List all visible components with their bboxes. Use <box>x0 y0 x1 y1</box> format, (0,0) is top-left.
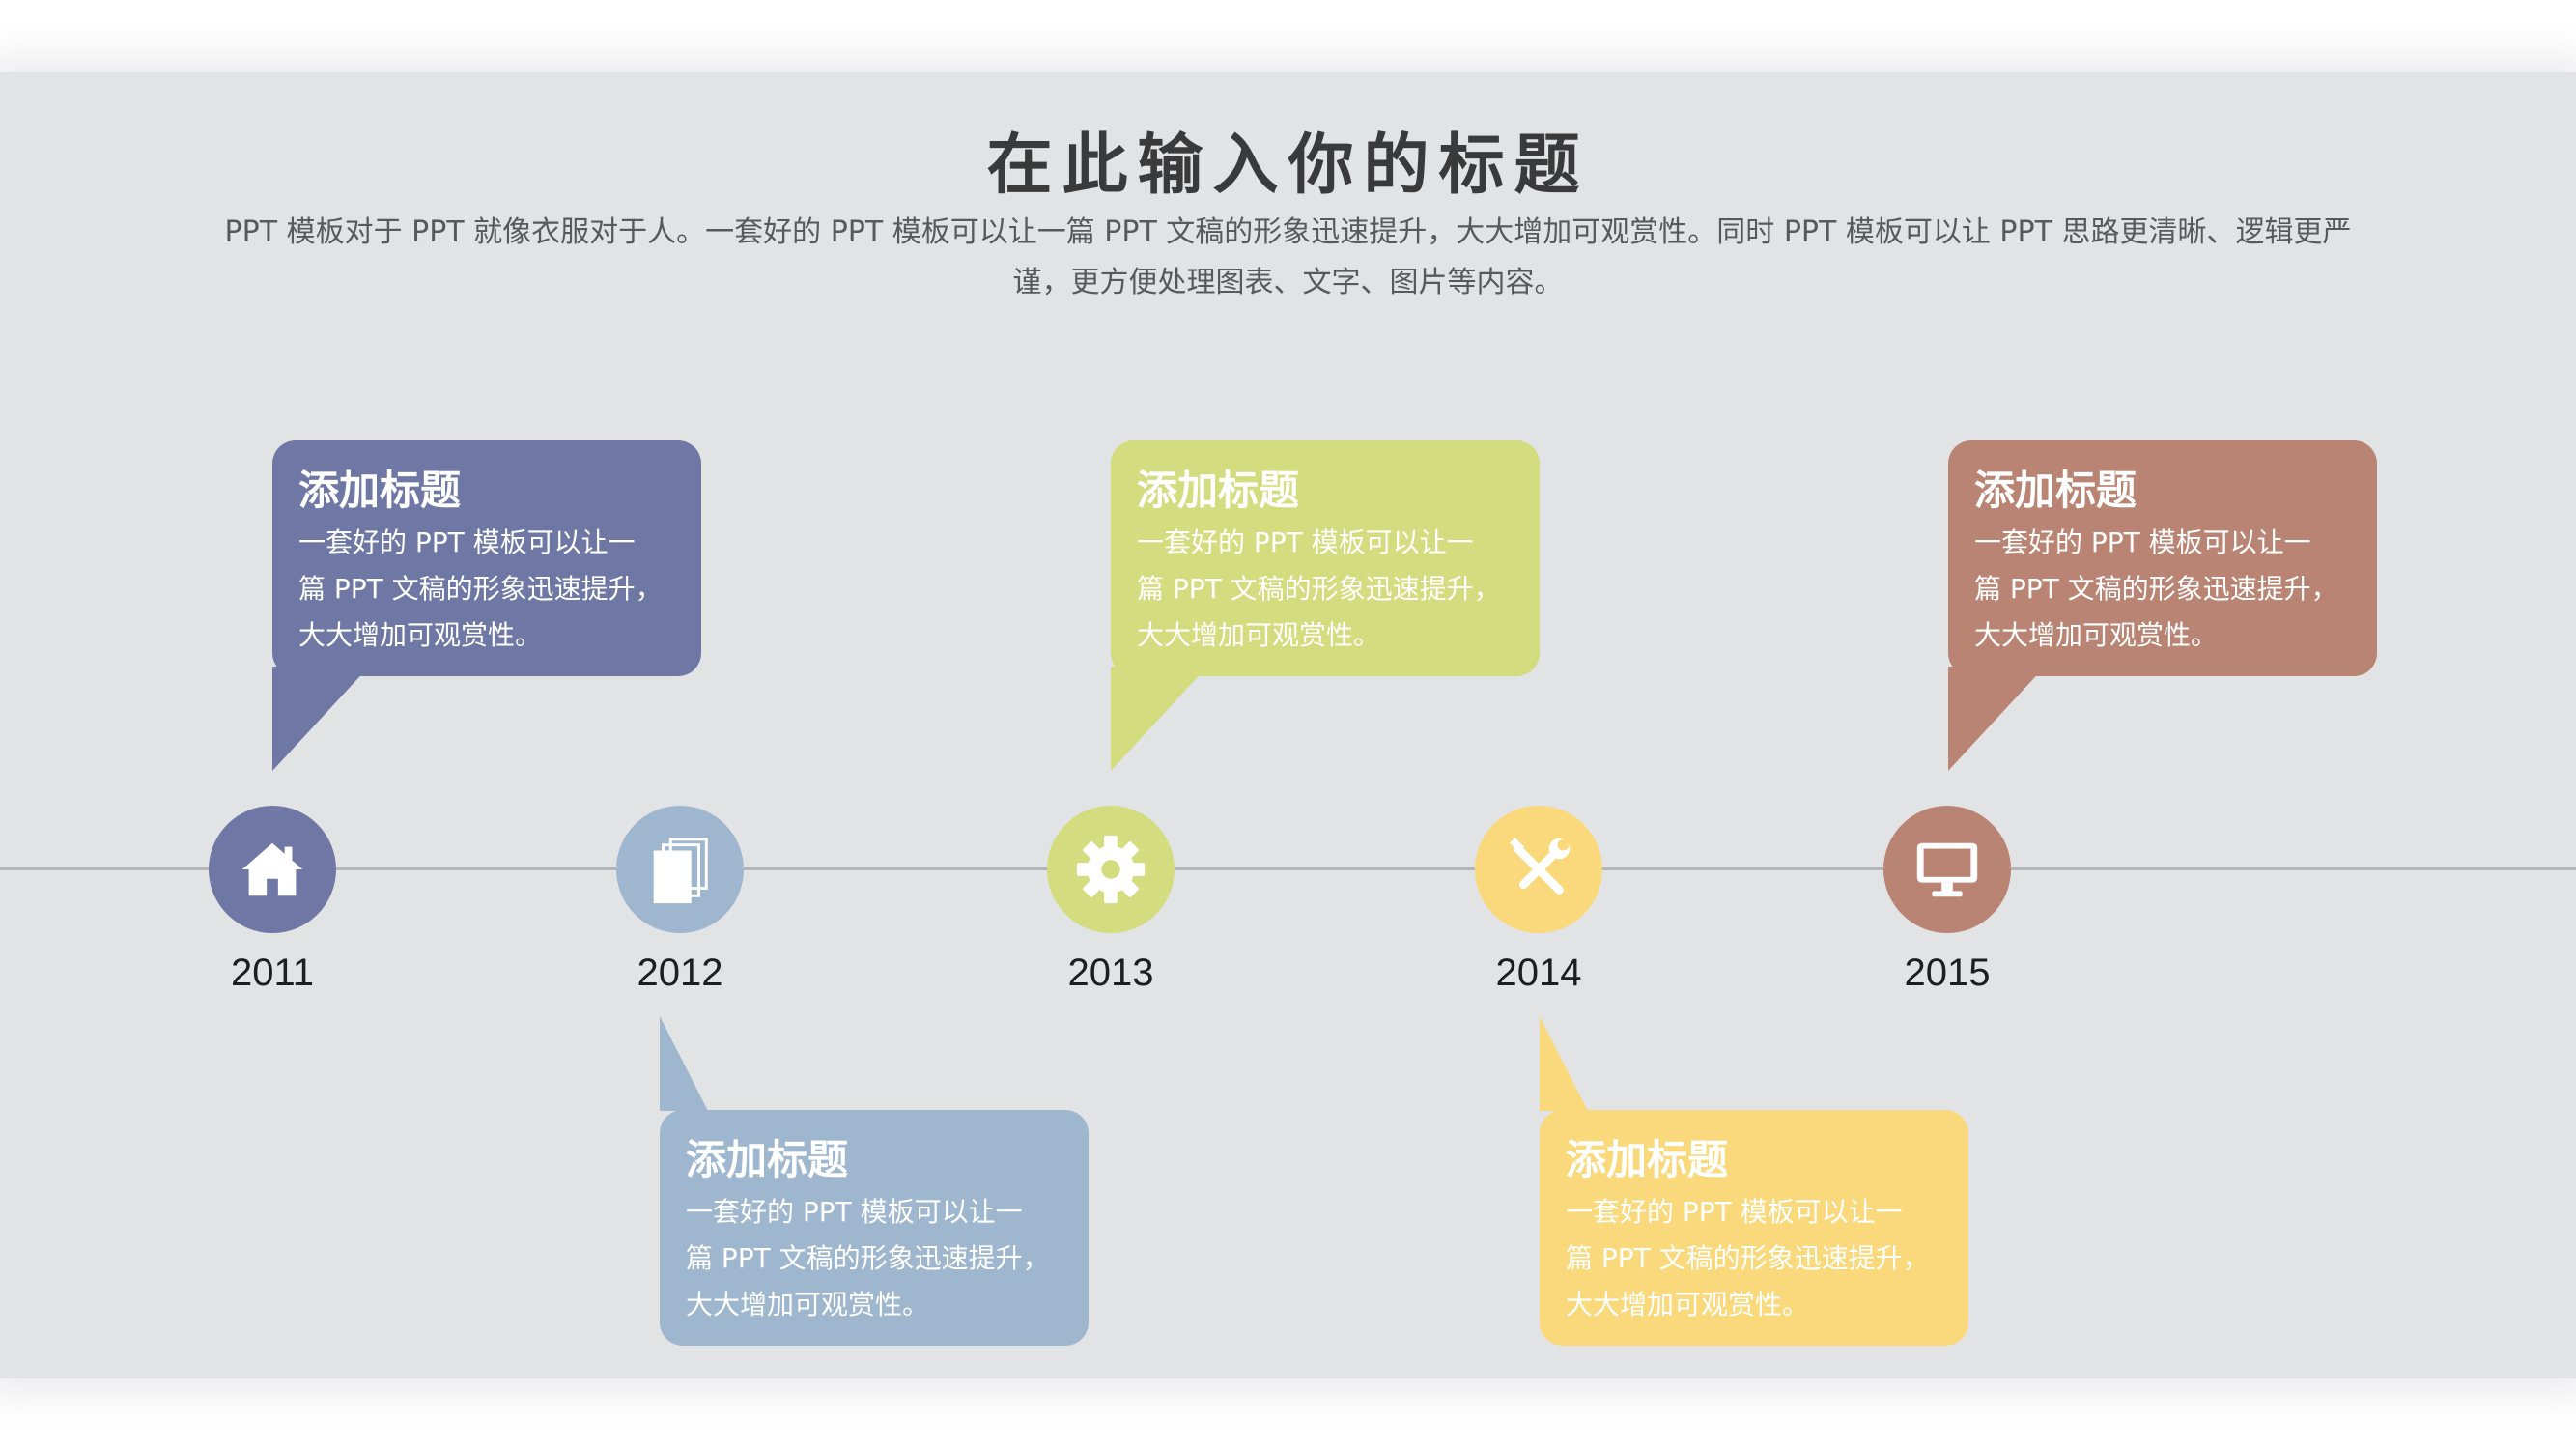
callout-line: 篇 PPT 文稿的形象迅速提升， <box>1974 573 2338 605</box>
callout-tail <box>1540 1016 1588 1111</box>
year-label-2015: 2015 <box>1904 952 1991 994</box>
year-label-2012: 2012 <box>637 952 723 994</box>
home-icon <box>241 842 303 896</box>
callout-title: 添加标题 <box>1974 467 2137 514</box>
callout-2012: 添加标题 一套好的 PPT 模板可以让一 篇 PPT 文稿的形象迅速提升， 大大… <box>660 1110 1089 1346</box>
documents-icon <box>653 838 708 904</box>
callout-title: 添加标题 <box>298 467 462 514</box>
callout-body: 一套好的 PPT 模板可以让一 篇 PPT 文稿的形象迅速提升， 大大增加可观赏… <box>1137 520 1518 659</box>
year-label-2013: 2013 <box>1067 952 1154 994</box>
timeline-node-2014 <box>1475 806 1602 933</box>
callout-line: 大大增加可观赏性。 <box>298 619 543 651</box>
callout-tail <box>660 1016 756 1111</box>
callout-body: 一套好的 PPT 模板可以让一 篇 PPT 文稿的形象迅速提升， 大大增加可观赏… <box>1566 1189 1947 1328</box>
callout-tail <box>1948 667 2045 771</box>
callout-line: 篇 PPT 文稿的形象迅速提升， <box>298 573 663 605</box>
callout-line: 大大增加可观赏性。 <box>686 1289 930 1321</box>
callout-tail <box>272 667 369 771</box>
callout-line: 一套好的 PPT 模板可以让一 <box>686 1196 1023 1228</box>
year-label-2014: 2014 <box>1495 952 1582 994</box>
gear-icon <box>1076 835 1146 904</box>
callout-line: 一套好的 PPT 模板可以让一 <box>1566 1196 1903 1228</box>
callout-title: 添加标题 <box>1137 467 1300 514</box>
callout-body: 一套好的 PPT 模板可以让一 篇 PPT 文稿的形象迅速提升， 大大增加可观赏… <box>298 520 680 659</box>
timeline-axis <box>0 867 2576 870</box>
timeline-node-2015 <box>1883 806 2011 933</box>
timeline-node-2012 <box>616 806 744 933</box>
callout-body: 一套好的 PPT 模板可以让一 篇 PPT 文稿的形象迅速提升， 大大增加可观赏… <box>1974 520 2356 659</box>
callout-2011: 添加标题 一套好的 PPT 模板可以让一 篇 PPT 文稿的形象迅速提升， 大大… <box>272 440 701 676</box>
monitor-icon <box>1916 842 1978 897</box>
callout-line: 篇 PPT 文稿的形象迅速提升， <box>686 1242 1050 1274</box>
callout-line: 篇 PPT 文稿的形象迅速提升， <box>1137 573 1501 605</box>
callout-body: 一套好的 PPT 模板可以让一 篇 PPT 文稿的形象迅速提升， 大大增加可观赏… <box>686 1189 1067 1328</box>
callout-title: 添加标题 <box>686 1136 849 1183</box>
slide-subtitle: PPT 模板对于 PPT 就像衣服对于人。一套好的 PPT 模板可以让一篇 PP… <box>224 215 2352 299</box>
callout-line: 大大增加可观赏性。 <box>1137 619 1381 651</box>
timeline-node-2011 <box>209 806 336 933</box>
callout-line: 一套好的 PPT 模板可以让一 <box>1974 526 2311 558</box>
callout-tail <box>1111 667 1207 771</box>
callout-line: 一套好的 PPT 模板可以让一 <box>1137 526 1474 558</box>
callout-2013: 添加标题 一套好的 PPT 模板可以让一 篇 PPT 文稿的形象迅速提升， 大大… <box>1111 440 1540 676</box>
tools-icon <box>1509 838 1571 895</box>
callout-line: 大大增加可观赏性。 <box>1566 1289 1810 1321</box>
callout-2014: 添加标题 一套好的 PPT 模板可以让一 篇 PPT 文稿的形象迅速提升， 大大… <box>1540 1110 1968 1346</box>
year-label-2011: 2011 <box>230 952 314 994</box>
slide-title: 在此输入你的标题 <box>986 128 1590 204</box>
callout-title: 添加标题 <box>1566 1136 1729 1183</box>
callout-line: 一套好的 PPT 模板可以让一 <box>298 526 636 558</box>
callout-line: 大大增加可观赏性。 <box>1974 619 2219 651</box>
timeline-node-2013 <box>1047 806 1175 933</box>
slide: 在此输入你的标题 PPT 模板对于 PPT 就像衣服对于人。一套好的 PPT 模… <box>0 72 2576 1378</box>
callout-2015: 添加标题 一套好的 PPT 模板可以让一 篇 PPT 文稿的形象迅速提升， 大大… <box>1948 440 2377 676</box>
callout-line: 篇 PPT 文稿的形象迅速提升， <box>1566 1242 1930 1274</box>
